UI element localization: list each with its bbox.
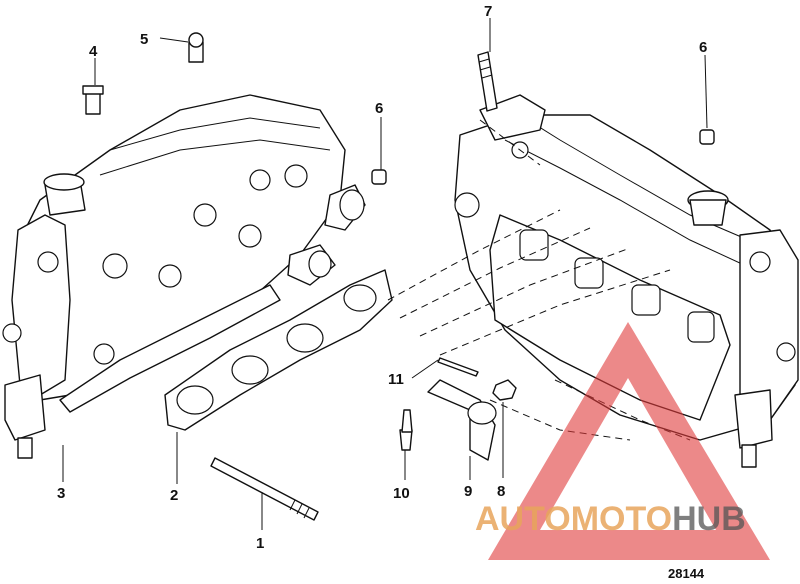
callout-8: 8 <box>497 483 505 500</box>
callout-10: 10 <box>393 485 410 502</box>
leader-lines <box>62 18 708 530</box>
left-exhaust-manifold <box>2 94 366 459</box>
left-gasket <box>164 269 393 431</box>
callout-6-left: 6 <box>375 100 383 117</box>
callout-9: 9 <box>464 483 472 500</box>
watermark-part2: MOTO <box>571 500 672 538</box>
watermark-triangle-icon <box>488 322 770 560</box>
svg-text:AUTOMOTOHUB: AUTOMOTOHUB <box>475 500 746 538</box>
callout-6-right: 6 <box>699 39 707 56</box>
callout-labels: 1 2 3 4 5 6 6 7 8 9 10 11 <box>57 3 707 552</box>
watermark-part1: AUTO <box>475 500 571 538</box>
automotohub-watermark: AUTOMOTOHUB <box>475 322 770 560</box>
right-fittings <box>399 51 715 461</box>
callout-7: 7 <box>484 3 492 20</box>
right-exhaust-manifold <box>454 94 799 468</box>
callout-1: 1 <box>256 535 264 552</box>
callout-11: 11 <box>388 371 404 388</box>
watermark-part3: HUB <box>672 500 746 538</box>
callout-4: 4 <box>89 43 98 60</box>
left-fittings <box>82 32 387 185</box>
callout-5: 5 <box>140 31 148 48</box>
assembly-lines <box>387 119 691 441</box>
callout-2: 2 <box>170 487 178 504</box>
figure-reference-number: 28144 <box>668 566 705 581</box>
left-stud <box>210 457 319 521</box>
callout-3: 3 <box>57 485 65 502</box>
